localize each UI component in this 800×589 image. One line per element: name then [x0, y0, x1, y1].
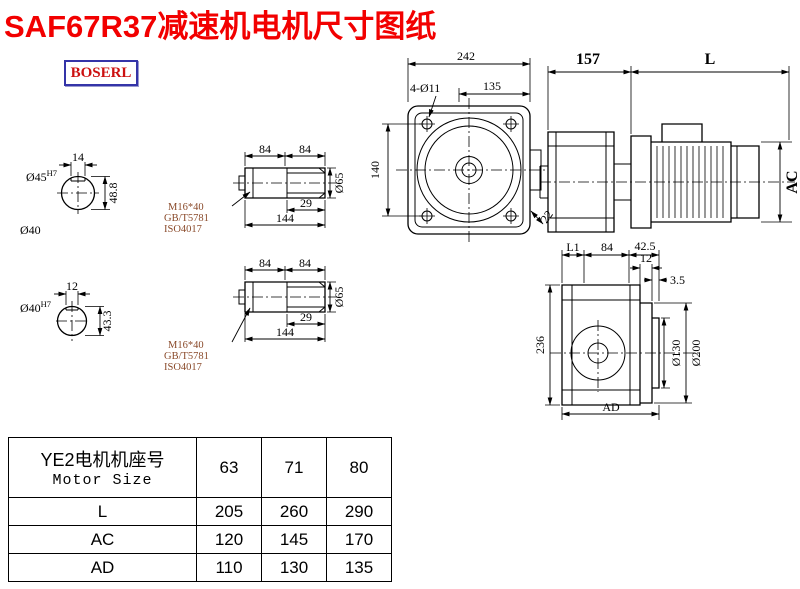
table-cell: 290	[326, 497, 392, 526]
gearmotor-details	[539, 132, 738, 232]
row-label: AC	[8, 525, 197, 554]
table-size-63: 63	[196, 437, 262, 498]
dim-keyway-width: 14	[72, 150, 84, 164]
dim-12: 12	[640, 251, 652, 265]
dim-242: 242	[457, 49, 475, 63]
dim-bolt-holes: 4-Ø11	[410, 81, 440, 95]
dim-84a: 84	[259, 256, 271, 270]
gearbox-front-view: 242 135 4-Ø11 140 22	[368, 49, 556, 242]
gearmotor-side-view: 157 L AC	[539, 51, 800, 233]
dim-144: 144	[276, 211, 294, 225]
table-row-AC: AC 120 145 170	[8, 525, 392, 554]
bore-tolerance: H7	[47, 168, 57, 178]
dim-keyway-depth: 48.8	[106, 183, 120, 204]
gearbox-rear-view: L1 84 42.5 12 3.5 236 Ø130 Ø200 AD	[533, 239, 703, 420]
dim-140: 140	[368, 161, 382, 179]
table-cell: 130	[261, 553, 327, 582]
table-cell: 170	[326, 525, 392, 554]
dim-dia200: Ø200	[689, 340, 703, 367]
centerlines	[57, 172, 99, 214]
dim-AC: AC	[784, 170, 800, 193]
page-title: SAF67R37减速机电机尺寸图纸	[4, 9, 437, 44]
leader-line	[231, 307, 251, 343]
leader-line	[231, 191, 251, 207]
dim-dia65: Ø65	[332, 173, 346, 194]
dim-22: 22	[538, 208, 556, 226]
dim-bore-label: Ø40H7	[20, 299, 51, 315]
bolt-spec: M16*40	[168, 340, 204, 351]
dim-29: 29	[300, 310, 312, 324]
cooling-fins	[656, 146, 724, 218]
dim-3-5: 3.5	[670, 273, 685, 287]
table-size-71: 71	[261, 437, 327, 498]
dim-keyway-depth: 43.3	[100, 311, 114, 332]
dim-84b: 84	[299, 256, 311, 270]
output-shaft-view-bottom: 84 84 29 144 Ø65 M16*40 GB/T5781 ISO4017	[164, 256, 346, 373]
dim-shaft-od: Ø40	[20, 223, 41, 237]
bore-value: Ø45	[26, 170, 47, 184]
bolt-hole-crosses	[419, 116, 519, 224]
table-cell: 260	[261, 497, 327, 526]
bolt-standard-gb: GB/T5781	[164, 351, 209, 362]
dim-84a: 84	[259, 142, 271, 156]
bolt-standard-gb: GB/T5781	[164, 213, 209, 224]
extension-lines	[70, 162, 110, 210]
centerlines	[396, 98, 546, 242]
table-header-en: Motor Size	[52, 472, 153, 489]
boserl-logo: BOSERL	[64, 60, 138, 86]
shaft-outline	[244, 281, 326, 313]
motor-size-table: YE2电机机座号 Motor Size 63 71 80 L 205 260 2…	[8, 437, 392, 582]
bolt-spec: M16*40	[168, 202, 204, 213]
table-size-80: 80	[326, 437, 392, 498]
bolt-standard-iso: ISO4017	[164, 362, 202, 373]
centerlines	[56, 301, 88, 341]
extension-lines	[382, 58, 531, 217]
shaft-outline	[244, 167, 326, 199]
row-label: AD	[8, 553, 197, 582]
table-header-cell: YE2电机机座号 Motor Size	[8, 437, 197, 498]
dim-L1: L1	[566, 240, 579, 254]
dim-135: 135	[483, 79, 501, 93]
dim-157: 157	[576, 51, 600, 68]
shaft-section-top: 14 Ø45H7 48.8 Ø40	[20, 150, 120, 237]
leader-line	[428, 95, 437, 118]
output-shaft-view-top: 84 84 29 144 Ø65 M16*40 GB/T5781 ISO4017	[164, 142, 346, 235]
bore-tolerance: H7	[41, 299, 51, 309]
input-boss	[530, 149, 542, 191]
dim-236: 236	[533, 336, 547, 354]
dim-42-5: 42.5	[635, 239, 656, 253]
centerlines	[550, 320, 702, 392]
dim-keyway-width: 12	[66, 279, 78, 293]
rear-details	[562, 285, 640, 405]
gearmotor-outline	[547, 123, 760, 233]
dim-144: 144	[276, 325, 294, 339]
dim-dia130: Ø130	[669, 340, 683, 367]
shaft-section-bottom: 12 Ø40H7 43.3	[20, 279, 114, 341]
table-row-AD: AD 110 130 135	[8, 553, 392, 582]
table-cell: 145	[261, 525, 327, 554]
table-header-cn: YE2电机机座号	[40, 450, 165, 470]
rear-outline	[561, 284, 660, 406]
dim-bore-label: Ø45H7	[26, 168, 57, 184]
extension-lines	[547, 66, 792, 223]
bore-value: Ø40	[20, 301, 41, 315]
dim-line-22	[530, 210, 544, 225]
dim-AD: AD	[602, 400, 620, 414]
dim-84: 84	[601, 240, 613, 254]
bolt-standard-iso: ISO4017	[164, 224, 202, 235]
dim-dia65: Ø65	[332, 287, 346, 308]
table-header-row: YE2电机机座号 Motor Size 63 71 80	[8, 437, 392, 498]
table-cell: 135	[326, 553, 392, 582]
dim-29: 29	[300, 196, 312, 210]
row-label: L	[8, 497, 197, 526]
table-cell: 110	[196, 553, 262, 582]
table-cell: 205	[196, 497, 262, 526]
extension-lines	[65, 291, 104, 336]
table-cell: 120	[196, 525, 262, 554]
dim-84b: 84	[299, 142, 311, 156]
dim-L: L	[705, 51, 716, 68]
table-row-L: L 205 260 290	[8, 497, 392, 526]
